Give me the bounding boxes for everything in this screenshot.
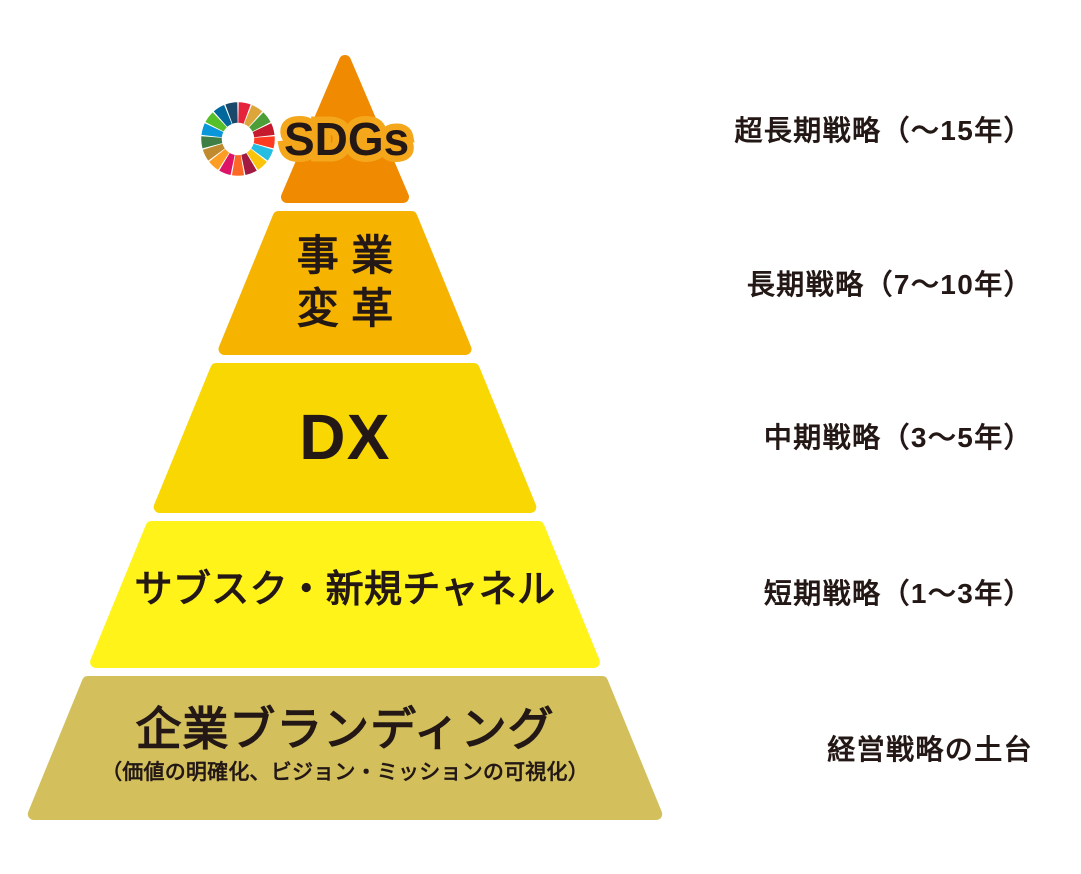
- tier-4-label: サブスク・新規チャネル: [134, 569, 556, 611]
- sdgs-text: SDGs: [284, 113, 410, 165]
- pyramid-tier-2-shape: [218, 211, 472, 355]
- period-label-tier-2: 長期戦略（7～10年）: [746, 269, 1033, 300]
- period-label-tier-1: 超長期戦略（～15年）: [734, 115, 1033, 146]
- sdg-wheel-segment: [219, 152, 236, 175]
- sdg-wheel-segment: [205, 112, 228, 132]
- sdg-wheel-segment: [240, 152, 257, 175]
- tier-2-label: 事業 変革: [0, 229, 690, 335]
- tier-3-label: DX: [299, 401, 391, 473]
- pyramid-tier-5-shape: [27, 676, 663, 820]
- sdg-wheel-segment: [250, 143, 274, 161]
- tier-2-label-line-1: 事業: [296, 232, 406, 279]
- sdg-wheel-segment: [237, 102, 251, 124]
- tier-5-label: 企業ブランディング: [135, 703, 555, 755]
- sdg-wheel-segments: [201, 102, 275, 176]
- sdg-wheel-segment: [201, 123, 224, 138]
- pyramid-tier-4-shape: [90, 521, 600, 668]
- pyramid-tier-1-shape: [281, 55, 409, 203]
- sdg-wheel-segment: [209, 148, 230, 170]
- sdg-wheel-segment: [253, 136, 275, 149]
- pyramid-tier-3-shape: [153, 363, 537, 513]
- tier-1-label-row: SDGs SDGs: [201, 101, 416, 177]
- period-label-tier-5: 経営戦略の土台: [827, 734, 1033, 765]
- sdg-wheel-segment: [201, 136, 223, 149]
- sdg-wheel-segment: [248, 112, 271, 132]
- sdg-wheel-icon: [201, 102, 275, 176]
- sdg-wheel-segment: [225, 102, 239, 124]
- tier-1-label: SDGs SDGs: [277, 101, 415, 177]
- sdg-wheel-segment: [252, 123, 275, 138]
- tier-2-label-line-2: 変革: [296, 285, 406, 332]
- sdg-wheel-segment: [213, 104, 233, 128]
- sdg-wheel-segment: [243, 104, 263, 128]
- sdgs-text-halo: SDGs: [277, 107, 415, 172]
- sdg-wheel-segment: [202, 143, 226, 161]
- tier-5-sublabel: （価値の明確化、ビジョン・ミッションの可視化）: [101, 761, 589, 784]
- sdg-wheel-segment: [246, 148, 267, 170]
- period-label-tier-4: 短期戦略（1～3年）: [763, 578, 1033, 609]
- period-label-tier-3: 中期戦略（3～5年）: [763, 422, 1033, 453]
